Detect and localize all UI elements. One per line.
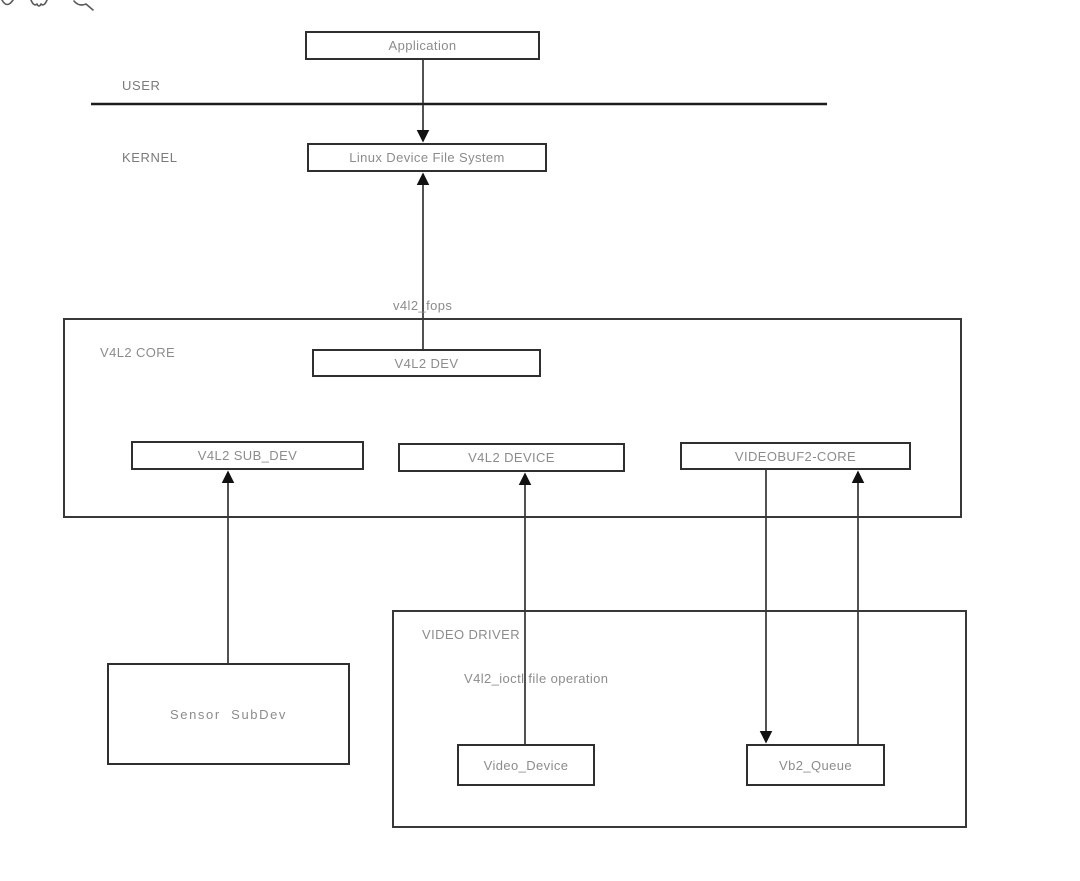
v4l2-dev-label: V4L2 DEV [394,355,459,371]
v4l2-sub-dev-label: V4L2 SUB_DEV [197,448,298,463]
v4l2-core-label: V4L2 CORE [100,345,176,360]
kernel-layer-label: KERNEL [122,150,178,165]
v4l2-sub-dev-node[interactable]: V4L2 SUB_DEV [131,441,364,470]
linux-device-file-system-label: Linux Device File System [349,150,505,165]
video-driver-container[interactable] [392,610,967,828]
v4l2-core-container[interactable] [63,318,962,518]
v4l2-fops-edge-label: v4l2_fops [393,298,453,313]
v4l2-ioctl-annotation: V4l2_ioctl file operation [464,671,609,686]
application-node[interactable]: Application [305,31,540,60]
videobuf2-core-node[interactable]: VIDEOBUF2-CORE [680,442,911,470]
application-node-label: Application [388,38,457,53]
shape-icon[interactable] [30,0,48,7]
video-device-node[interactable]: Video_Device [457,744,595,786]
videobuf2-core-label: VIDEOBUF2-CORE [734,448,857,464]
toolbar-icons [1,0,94,11]
sensor-subdev-label: Sensor SubDev [169,706,288,722]
video-device-label: Video_Device [483,757,569,773]
v4l2-device-node[interactable]: V4L2 DEVICE [398,443,625,472]
linux-device-file-system-node[interactable]: Linux Device File System [307,143,547,172]
video-driver-label: VIDEO DRIVER [422,627,520,642]
vb2-queue-label: Vb2_Queue [779,757,852,773]
cursor-icon[interactable] [1,0,14,6]
sensor-subdev-node[interactable]: Sensor SubDev [107,663,350,765]
zoom-icon[interactable] [73,0,94,11]
v4l2-device-label: V4L2 DEVICE [468,450,555,465]
vb2-queue-node[interactable]: Vb2_Queue [746,744,885,786]
user-layer-label: USER [122,78,161,93]
v4l2-dev-node[interactable]: V4L2 DEV [312,349,541,377]
